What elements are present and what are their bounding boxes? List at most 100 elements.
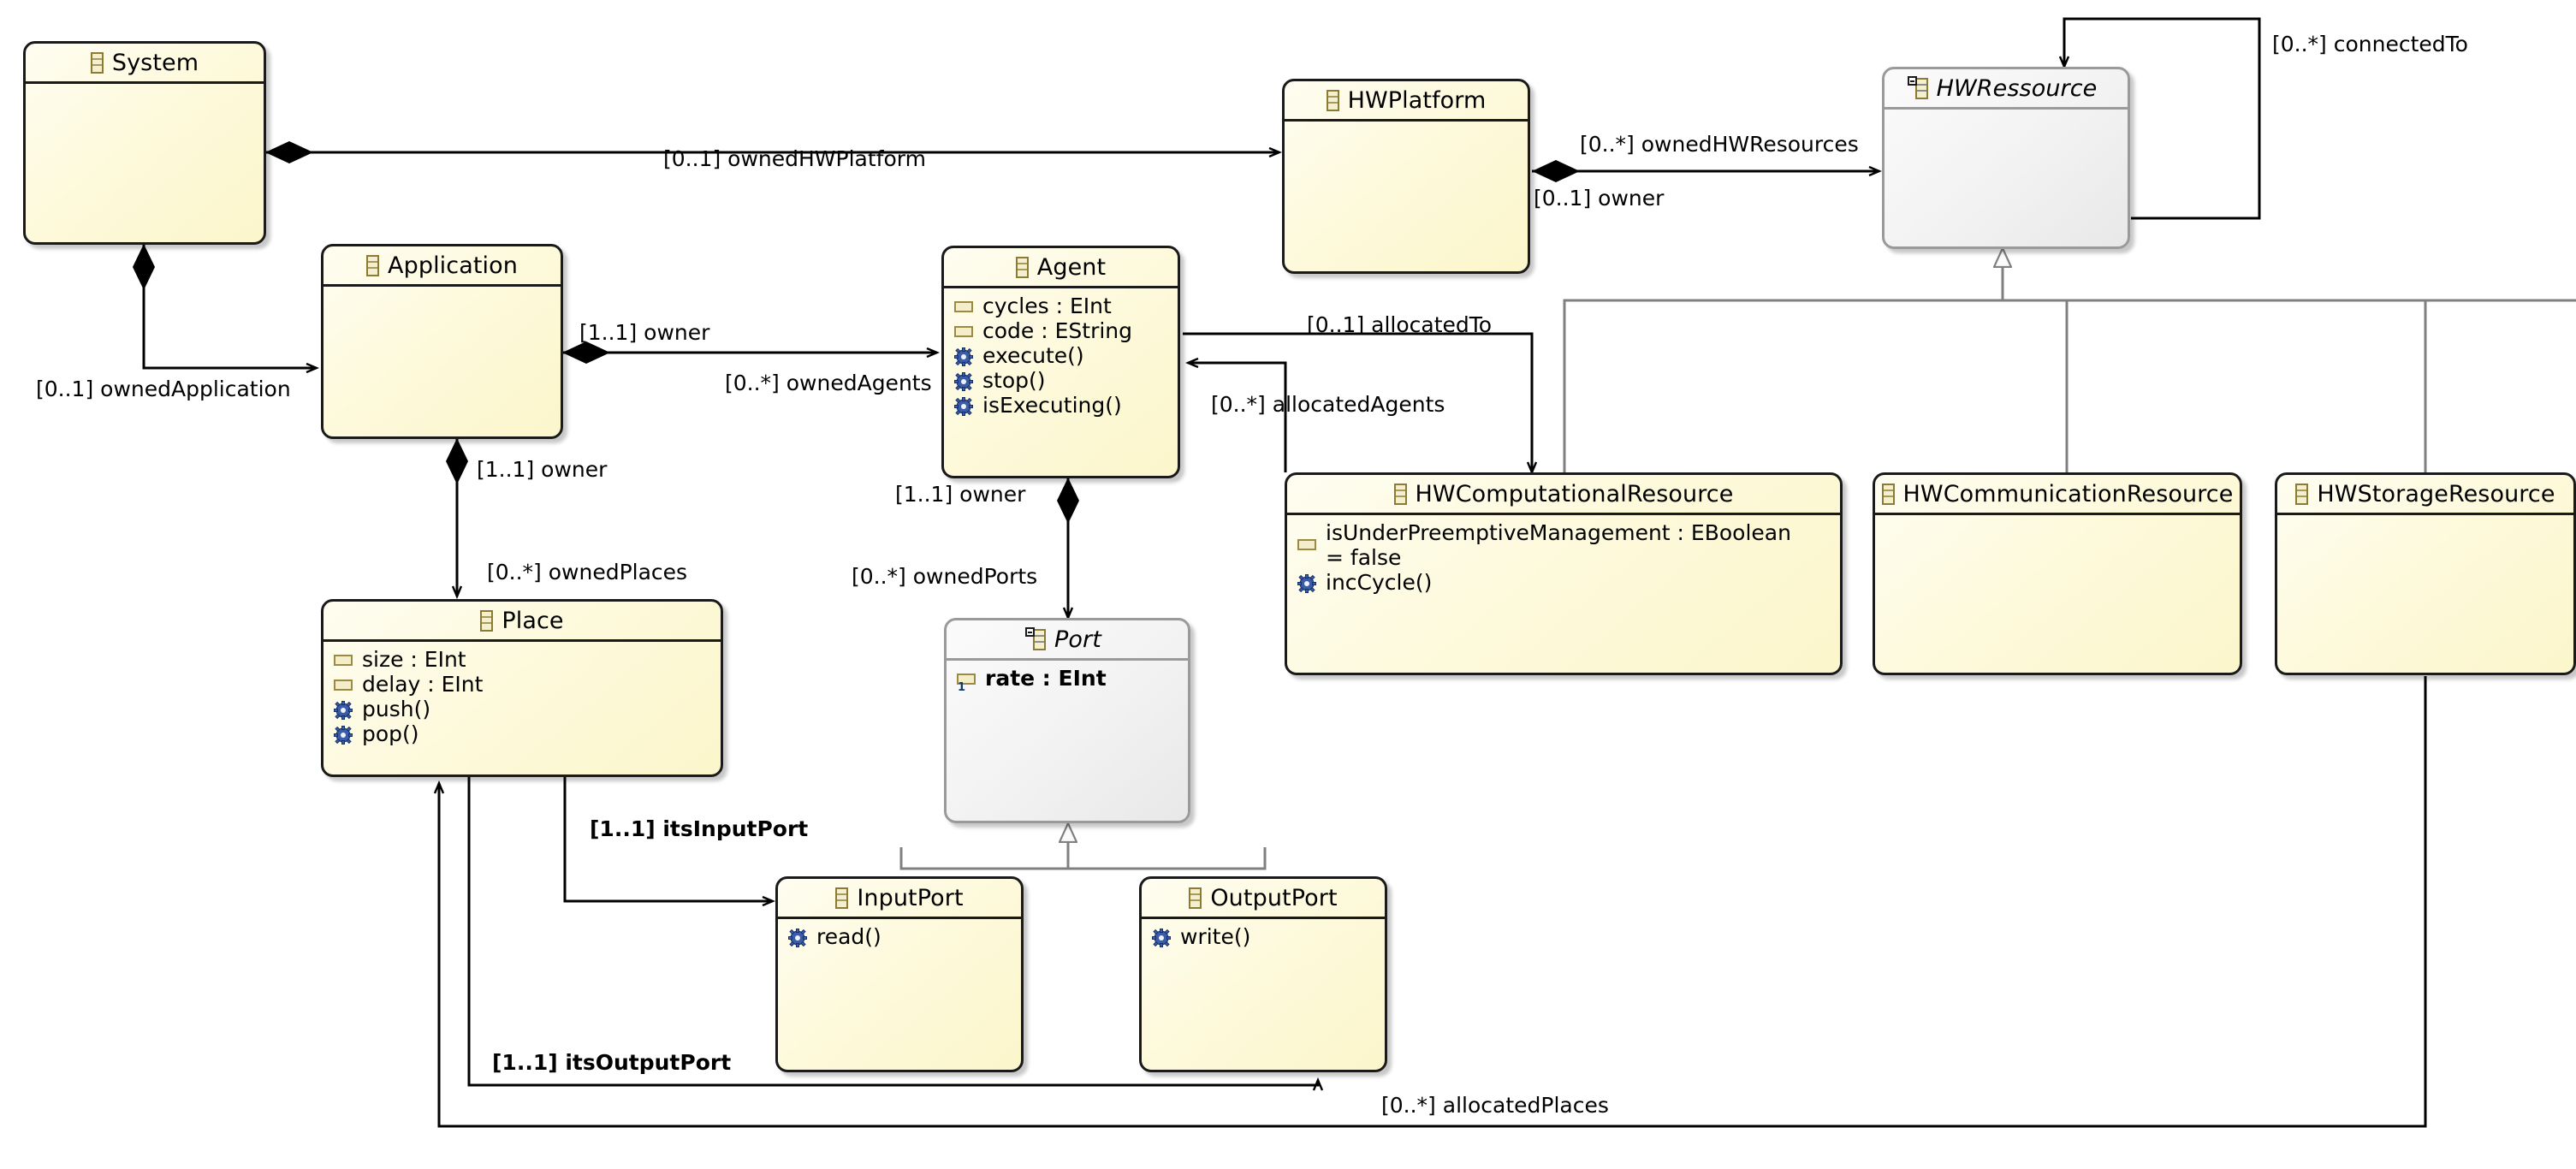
class-body-hwstorageresource: [2277, 515, 2573, 520]
attribute-icon-wrap: 1: [957, 666, 976, 691]
edge-system-ownedhwplatform: [265, 141, 1279, 163]
class-box-place[interactable]: Place size : EInt delay : EInt push(): [321, 599, 723, 777]
attribute-label: size : EInt: [362, 647, 466, 672]
class-name-hwplatform: HWPlatform: [1347, 86, 1487, 114]
operation-gear-icon: [334, 726, 353, 745]
edge-label-allocatedplaces: [0..*] allocatedPlaces: [1381, 1093, 1609, 1118]
edge-hwressource-connectedto: [2064, 17, 2261, 220]
attribute-icon: [954, 326, 973, 337]
edge-application-ownedplaces: [446, 438, 468, 596]
class-icon: [90, 51, 104, 74]
edge-agent-allocatedto: [1183, 332, 1532, 472]
attribute-label-block: isUnderPreemptiveManagement : EBoolean =…: [1326, 520, 1791, 570]
class-header-inputport: InputPort: [778, 879, 1021, 919]
class-body-inputport: read(): [778, 919, 1021, 949]
class-body-hwcommunicationresource: [1875, 515, 2240, 520]
class-box-system[interactable]: System: [23, 41, 266, 245]
edge-label-agent-owner: [1..1] owner: [895, 482, 1026, 507]
class-body-system: [26, 84, 264, 89]
edge-hwcomputational-allocatedagents: [1188, 363, 1287, 472]
operation-label: pop(): [362, 721, 419, 746]
edge-generalization-hwresources: [1563, 248, 2576, 472]
edge-place-itsinputport: [563, 777, 773, 901]
class-icon: [1025, 626, 1047, 650]
class-box-outputport[interactable]: OutputPort write(): [1139, 876, 1387, 1072]
attribute-label: code : EString: [982, 318, 1133, 343]
edge-label-allocatedagents: [0..*] allocatedAgents: [1211, 392, 1445, 417]
class-name-outputport: OutputPort: [1210, 884, 1338, 911]
edge-label-connectedto: [0..*] connectedTo: [2272, 32, 2468, 56]
class-icon: [1189, 887, 1202, 909]
operation-gear-icon: [954, 347, 973, 366]
attribute-row: size : EInt: [323, 647, 721, 672]
class-icon: [1393, 483, 1407, 505]
operation-row: read(): [778, 924, 1021, 949]
edge-generalization-ports: [899, 823, 1267, 870]
attribute-icon: [1297, 539, 1316, 550]
class-icon: [1015, 256, 1029, 278]
operation-label: isExecuting(): [982, 393, 1122, 418]
class-header-place: Place: [323, 602, 721, 642]
class-icon: [480, 609, 494, 632]
operation-row: incCycle(): [1287, 570, 1840, 595]
class-box-application[interactable]: Application: [321, 244, 563, 439]
class-body-agent: cycles : EInt code : EString execute() s…: [944, 288, 1178, 418]
class-box-hwcommunicationresource[interactable]: HWCommunicationResource: [1873, 472, 2242, 675]
class-box-inputport[interactable]: InputPort read(): [775, 876, 1024, 1072]
operation-gear-icon: [1297, 574, 1316, 593]
class-header-application: Application: [323, 246, 561, 287]
class-header-port: Port: [947, 620, 1188, 661]
class-box-hwplatform[interactable]: HWPlatform: [1282, 79, 1530, 274]
class-name-port: Port: [1054, 626, 1101, 653]
class-box-hwcomputationalresource[interactable]: HWComputationalResource isUnderPreemptiv…: [1285, 472, 1843, 675]
attribute-icon: [954, 301, 973, 312]
attribute-row: code : EString: [944, 318, 1178, 343]
operation-gear-icon: [954, 372, 973, 391]
operation-label: write(): [1180, 924, 1251, 949]
edge-label-ownedagents: [0..*] ownedAgents: [725, 371, 932, 395]
class-header-hwstorageresource: HWStorageResource: [2277, 475, 2573, 515]
class-box-hwstorageresource[interactable]: HWStorageResource: [2275, 472, 2576, 675]
operation-label: read(): [816, 924, 881, 949]
attribute-label: cycles : EInt: [982, 294, 1112, 318]
class-box-hwressource[interactable]: HWRessource: [1882, 67, 2130, 249]
class-icon: [1907, 75, 1928, 99]
edge-label-place-owner: [1..1] owner: [477, 457, 608, 482]
class-name-system: System: [111, 49, 199, 76]
operation-gear-icon: [788, 929, 807, 947]
class-body-place: size : EInt delay : EInt push() pop(): [323, 642, 721, 746]
edge-agent-ownedports: [1057, 478, 1079, 618]
class-body-port: 1 rate : EInt: [947, 661, 1188, 691]
edge-system-ownedapplication: [133, 244, 317, 368]
operation-row: execute(): [944, 343, 1178, 368]
edge-label-ownedhwplatform: [0..1] ownedHWPlatform: [663, 146, 926, 171]
attribute-row: cycles : EInt: [944, 294, 1178, 318]
class-header-outputport: OutputPort: [1142, 879, 1385, 919]
operation-gear-icon: [954, 397, 973, 416]
operation-row: pop(): [323, 721, 721, 746]
edge-label-ownedapplication: [0..1] ownedApplication: [36, 377, 291, 401]
class-header-agent: Agent: [944, 248, 1178, 288]
edge-label-allocatedto: [0..1] allocatedTo: [1307, 312, 1493, 337]
edge-label-ownedhwresources: [0..*] ownedHWResources: [1580, 132, 1859, 157]
class-body-hwplatform: [1285, 122, 1528, 127]
class-name-agent: Agent: [1036, 253, 1107, 281]
operation-label: incCycle(): [1326, 570, 1433, 595]
class-name-inputport: InputPort: [857, 884, 964, 911]
class-name-application: Application: [388, 252, 518, 279]
attribute-icon: [334, 655, 353, 666]
class-box-port[interactable]: Port 1 rate : EInt: [944, 618, 1190, 823]
class-icon: [366, 254, 380, 276]
class-icon: [2295, 483, 2309, 505]
class-icon: [1881, 483, 1895, 505]
class-header-system: System: [26, 44, 264, 84]
class-header-hwplatform: HWPlatform: [1285, 81, 1528, 122]
edge-label-hw-owner: [0..1] owner: [1534, 186, 1665, 211]
edge-label-ownedports: [0..*] ownedPorts: [852, 564, 1038, 589]
operation-row: stop(): [944, 368, 1178, 393]
class-body-hwressource: [1885, 110, 2128, 115]
class-name-hwstorageresource: HWStorageResource: [2317, 480, 2555, 507]
class-box-agent[interactable]: Agent cycles : EInt code : EString execu…: [941, 246, 1180, 478]
